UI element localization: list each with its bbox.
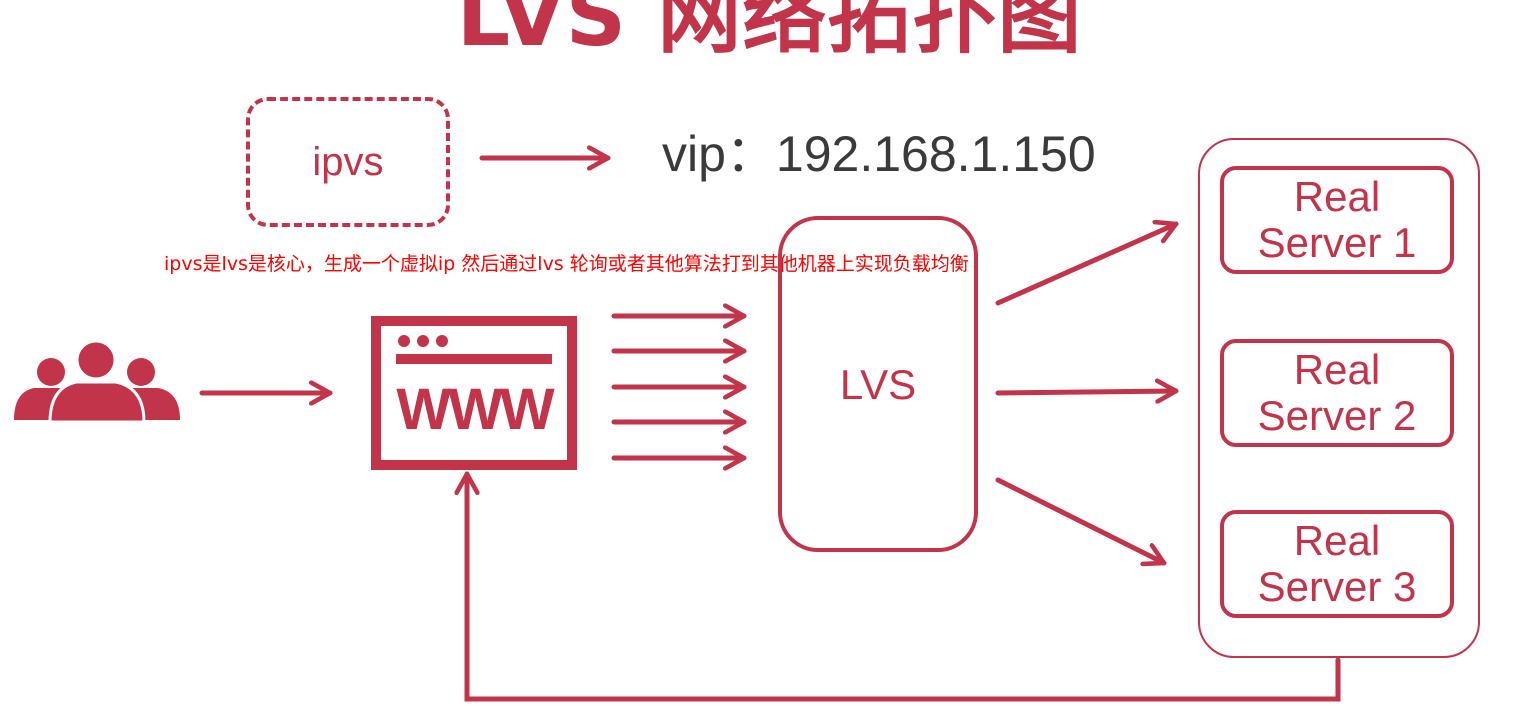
ipvs-label: ipvs — [312, 140, 384, 184]
ipvs-box — [246, 97, 450, 227]
users-group-icon — [14, 339, 180, 424]
lvs-label: LVS — [839, 361, 917, 408]
real-server-2-line2: Server 2 — [1257, 392, 1417, 439]
lvs-to-rs2-arrow — [995, 391, 1179, 393]
annotation-note: ipvs是lvs是核心，生成一个虚拟ip 然后通过lvs 轮询或者其他算法打到其… — [164, 253, 969, 275]
lvs-to-rs3-arrow — [995, 477, 1167, 563]
real-server-1-line1: Real — [1293, 173, 1381, 220]
real-server-1-line2: Server 1 — [1257, 219, 1417, 266]
vip-address: vip：192.168.1.150 — [662, 126, 1096, 182]
real-server-1: Real Server 1 — [1220, 166, 1454, 274]
server-cluster — [1198, 138, 1480, 658]
www-label: WWW — [396, 377, 554, 442]
real-server-2: Real Server 2 — [1220, 339, 1454, 447]
response-return-arrow — [467, 471, 1341, 702]
diagram-title: LVS 网络拓扑图 — [456, 0, 1083, 65]
real-server-3-line2: Server 3 — [1257, 563, 1417, 610]
real-server-2-line1: Real — [1293, 346, 1381, 393]
real-server-3-line1: Real — [1293, 517, 1381, 564]
lvs-node — [778, 216, 978, 552]
browser-window-icon — [371, 316, 577, 470]
lvs-to-rs1-arrow — [995, 224, 1179, 306]
real-server-3: Real Server 3 — [1220, 510, 1454, 618]
